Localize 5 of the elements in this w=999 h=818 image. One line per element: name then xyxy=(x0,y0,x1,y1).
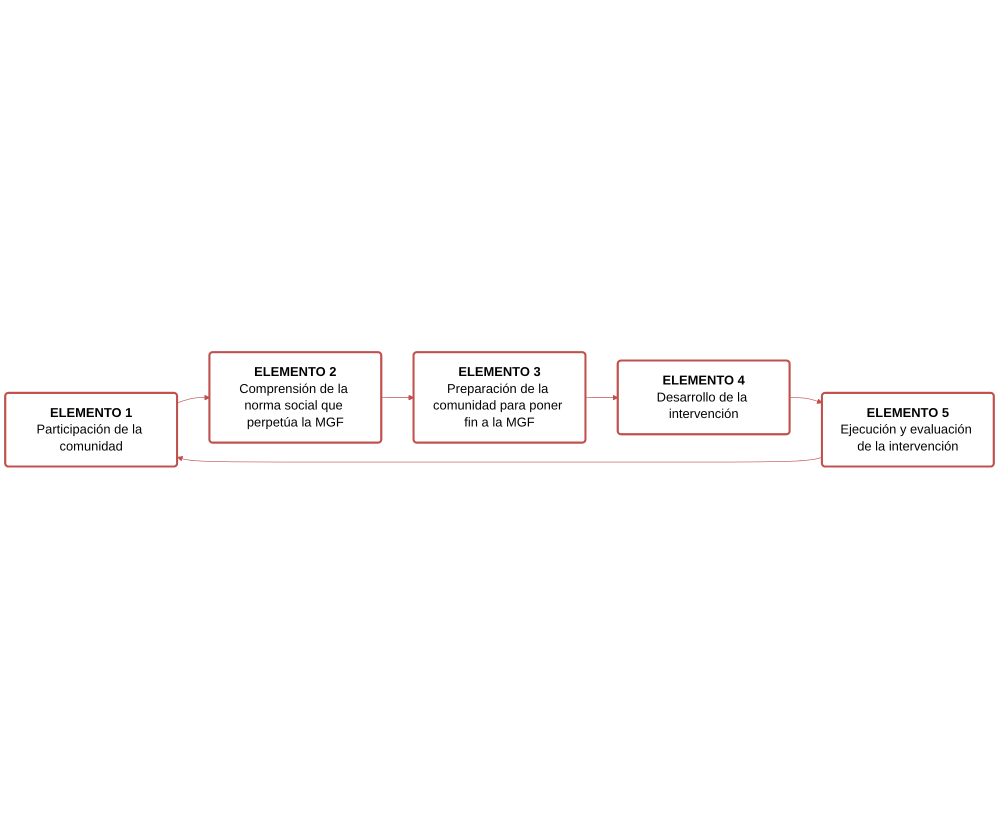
arrow xyxy=(177,394,210,403)
arrow xyxy=(381,394,414,400)
arrow xyxy=(177,456,823,462)
arrow xyxy=(790,396,822,404)
arrow xyxy=(585,394,618,400)
